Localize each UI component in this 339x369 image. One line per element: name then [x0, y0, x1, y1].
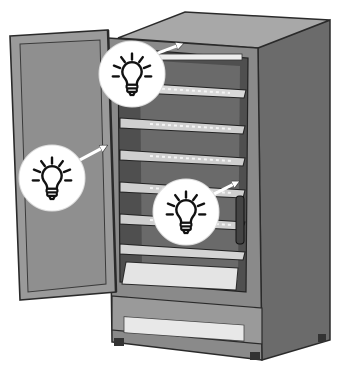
top-light-strip — [150, 54, 242, 60]
light-bulb-callout-door — [19, 145, 85, 211]
light-bulb-callout-side — [153, 179, 219, 245]
door-handle — [236, 196, 244, 244]
light-bulb-callout-top — [99, 41, 165, 107]
cabinet-side-panel — [258, 20, 330, 360]
